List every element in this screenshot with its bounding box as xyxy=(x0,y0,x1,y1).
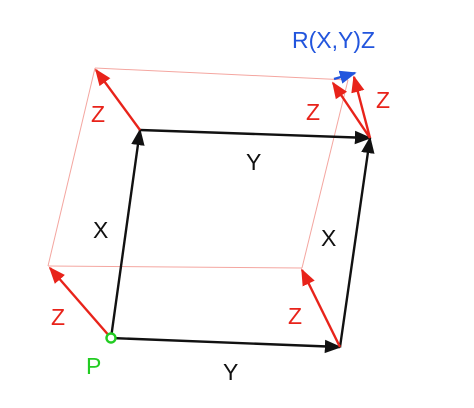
z-vector-top-left xyxy=(95,68,141,131)
label-y-bottom: Y xyxy=(223,359,238,385)
z-vector-top-right-outer xyxy=(351,75,372,139)
label-z-bottom-right: Z xyxy=(288,303,302,329)
label-z-top-left: Z xyxy=(91,101,105,127)
z-vector-top-right-inner xyxy=(332,81,371,139)
label-point: P xyxy=(86,353,101,379)
guide-lines xyxy=(47,67,349,269)
edge-y-bottom xyxy=(110,336,342,354)
label-z-top-right-outer: Z xyxy=(376,87,390,113)
guide-right xyxy=(301,79,349,269)
label-x-left: X xyxy=(93,217,108,243)
z-vector-bottom-right xyxy=(300,268,342,348)
result-vector xyxy=(333,70,357,84)
guide-bottom xyxy=(47,265,303,269)
edge-x-left xyxy=(109,128,145,339)
edge-x-right xyxy=(338,136,375,348)
edge-y-top xyxy=(139,128,372,145)
label-y-top: Y xyxy=(246,149,261,175)
label-z-top-right-inner: Z xyxy=(306,99,320,125)
point-marker xyxy=(105,332,117,344)
label-x-right: X xyxy=(321,225,336,251)
guide-top xyxy=(94,67,349,81)
edges xyxy=(109,128,375,354)
label-z-bottom-left: Z xyxy=(51,304,65,330)
label-result: R(X,Y)Z xyxy=(292,27,375,53)
z-vectors xyxy=(48,68,372,348)
z-vector-bottom-left xyxy=(48,266,112,339)
guide-left xyxy=(47,67,96,267)
